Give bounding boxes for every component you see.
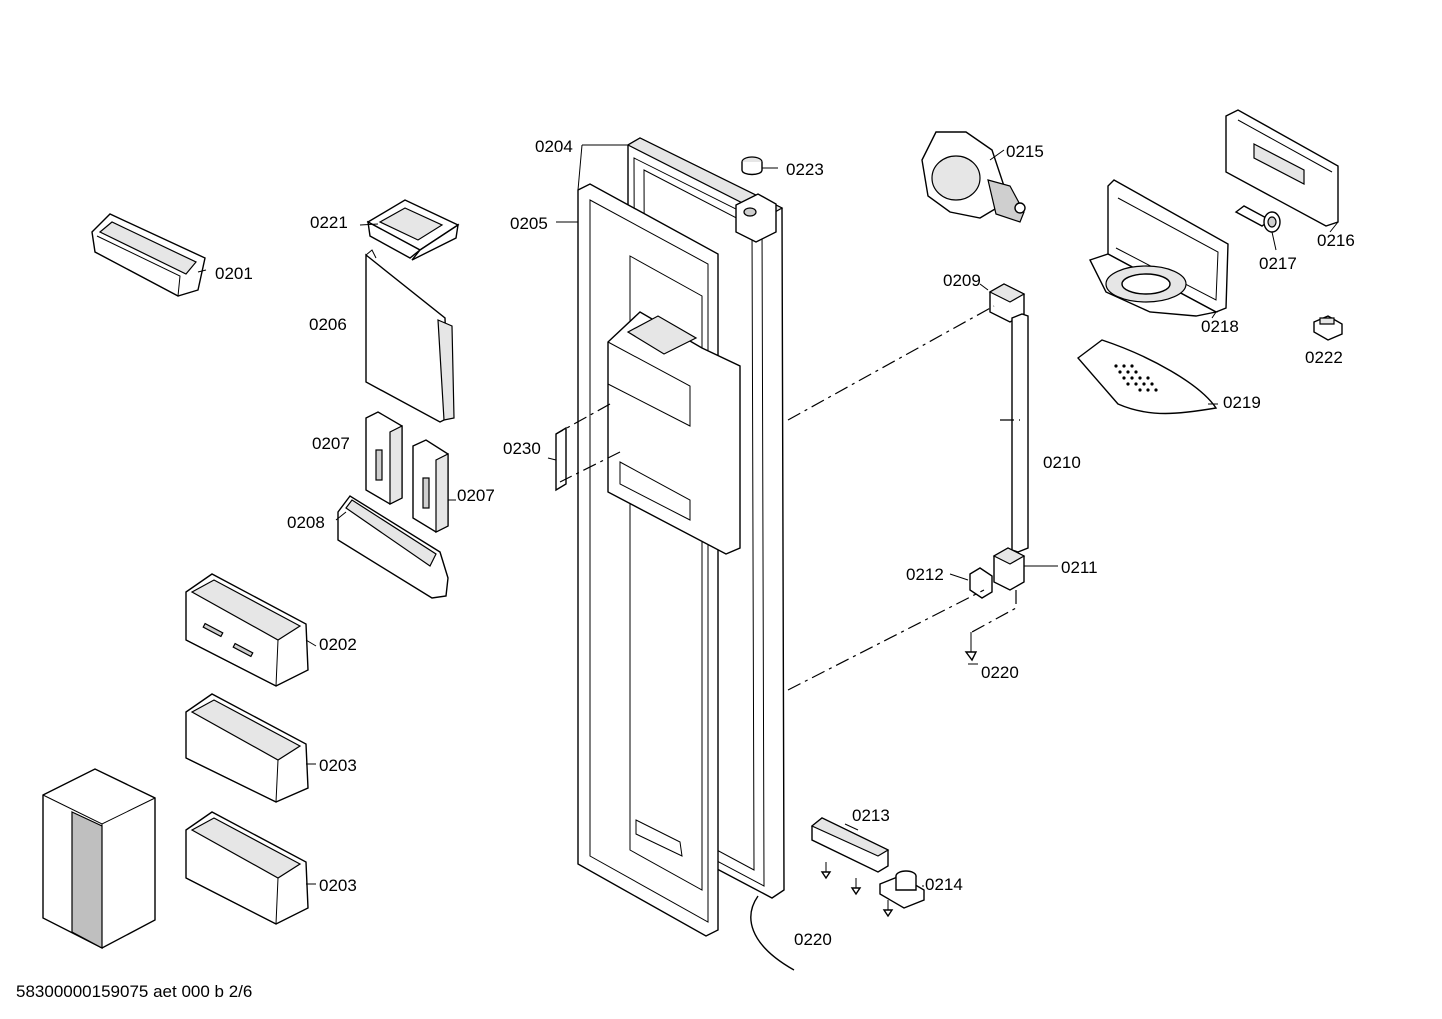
label-0221: 0221: [310, 213, 348, 232]
label-0220-screw: 0220: [981, 663, 1019, 682]
label-0207-right: 0207: [457, 486, 495, 505]
part-0223-plug[interactable]: [741, 156, 763, 176]
part-0218-housing[interactable]: [1089, 179, 1229, 317]
label-0219: 0219: [1223, 393, 1261, 412]
part-0203-bin-a[interactable]: [185, 693, 309, 803]
label-0207-left: 0207: [312, 434, 350, 453]
part-0203-bin-b[interactable]: [185, 811, 309, 925]
hinge-screws: [820, 862, 894, 918]
part-0230-bracket[interactable]: [555, 426, 567, 492]
part-0206-panel[interactable]: [365, 249, 455, 423]
part-0205-door-liner[interactable]: [577, 183, 741, 937]
label-0201: 0201: [215, 264, 253, 283]
label-0223: 0223: [786, 160, 824, 179]
label-0209: 0209: [943, 271, 981, 290]
part-0221-cap[interactable]: [366, 199, 460, 261]
part-0220-cable[interactable]: [750, 895, 795, 971]
label-0213: 0213: [852, 806, 890, 825]
drawing-reference-number: 58300000159075 aet 000 b 2/6: [16, 982, 253, 1001]
label-0202: 0202: [319, 635, 357, 654]
label-0203-upper: 0203: [319, 756, 357, 775]
fridge-location-icon: [42, 768, 156, 949]
label-0211: 0211: [1061, 558, 1098, 577]
part-0210-heater-strip[interactable]: [1011, 313, 1029, 553]
label-0216: 0216: [1317, 231, 1355, 250]
part-0211-connector[interactable]: [992, 547, 1026, 591]
part-0214-hinge-pin[interactable]: [879, 870, 925, 909]
part-0202-bin[interactable]: [185, 573, 309, 687]
part-0220-screw[interactable]: [964, 632, 978, 662]
label-0204: 0204: [535, 137, 573, 156]
label-0220-cable: 0220: [794, 930, 832, 949]
part-0201-shelf[interactable]: [91, 213, 206, 297]
label-0210: 0210: [1043, 453, 1081, 472]
part-0215-auger-motor[interactable]: [921, 131, 1026, 223]
label-0214: 0214: [925, 875, 963, 894]
leader-lines: [197, 144, 1339, 887]
part-0213-hinge[interactable]: [810, 817, 890, 873]
part-0208-tray[interactable]: [337, 495, 449, 599]
label-0230: 0230: [503, 439, 541, 458]
label-0208: 0208: [287, 513, 325, 532]
label-0206: 0206: [309, 315, 347, 334]
part-0217-sensor[interactable]: [1234, 205, 1281, 233]
part-0207-block-a[interactable]: [365, 411, 403, 505]
label-0212: 0212: [906, 565, 944, 584]
label-0205: 0205: [510, 214, 548, 233]
label-0215: 0215: [1006, 142, 1044, 161]
label-0217: 0217: [1259, 254, 1297, 273]
part-0212-plug[interactable]: [969, 567, 993, 599]
label-0218: 0218: [1201, 317, 1239, 336]
label-0222: 0222: [1305, 348, 1343, 367]
label-0203-lower: 0203: [319, 876, 357, 895]
assembly-lines: [555, 305, 1020, 691]
part-0222-connector[interactable]: [1313, 315, 1343, 341]
part-0219-grille[interactable]: [1076, 339, 1218, 415]
part-0207-block-b[interactable]: [412, 439, 449, 533]
part-0209-connector[interactable]: [988, 283, 1026, 323]
